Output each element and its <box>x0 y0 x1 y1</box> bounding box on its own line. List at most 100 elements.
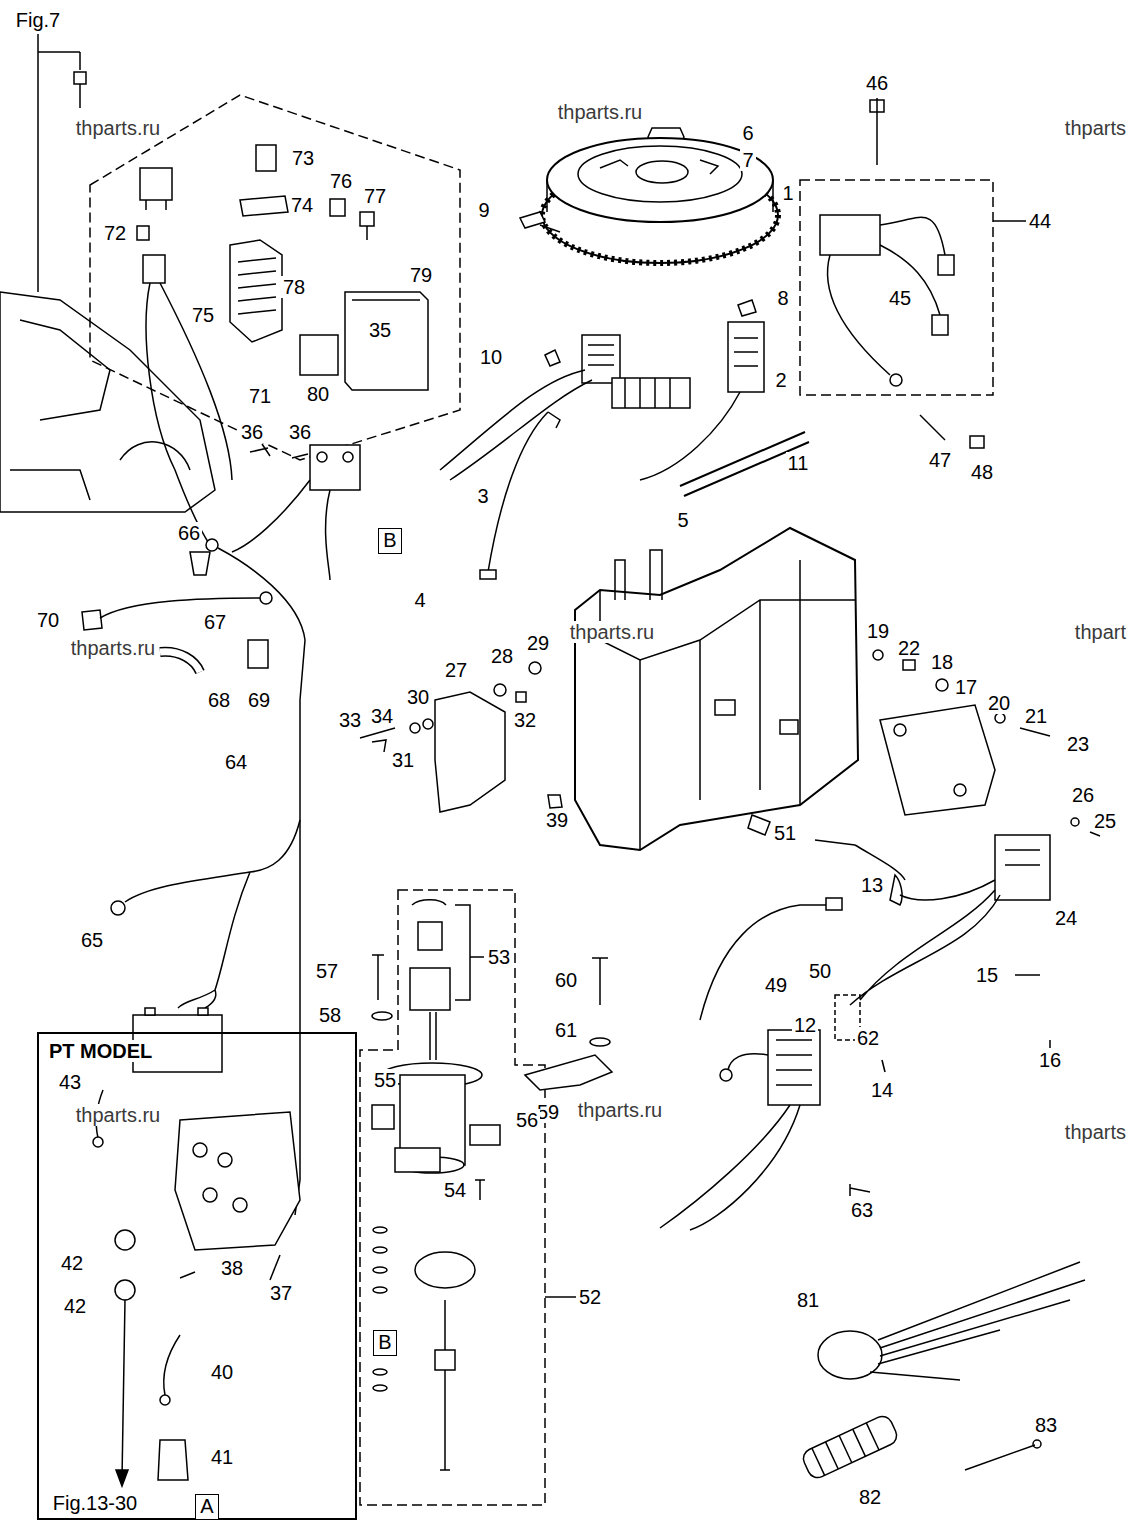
callout-number: 48 <box>969 461 995 483</box>
watermark: thparts <box>1063 117 1128 139</box>
callout-number: 36 <box>287 421 313 443</box>
callout-number: 61 <box>553 1019 579 1041</box>
callout-number: 51 <box>772 822 798 844</box>
callout-number: 72 <box>102 222 128 244</box>
ignition-coil <box>800 98 1026 448</box>
cdi-unit <box>700 650 1100 1072</box>
callout-number: 70 <box>35 609 61 631</box>
callout-number: 1 <box>780 182 795 204</box>
reference-letter: A <box>200 1495 213 1517</box>
callout-number: 3 <box>475 485 490 507</box>
callout-number: 9 <box>476 199 491 221</box>
callout-number: 38 <box>219 1257 245 1279</box>
reference-letter: B <box>378 1331 391 1353</box>
inset-heading: PT MODEL <box>47 1040 154 1062</box>
starter-relay <box>206 444 360 580</box>
callout-number: 32 <box>512 709 538 731</box>
watermark: thparts <box>1063 1121 1128 1143</box>
watermark: thpart <box>1073 621 1128 643</box>
callout-number: 4 <box>412 589 427 611</box>
callout-number: 7 <box>740 149 755 171</box>
callout-number: 69 <box>246 689 272 711</box>
callout-number: 19 <box>865 620 891 642</box>
watermark: thparts.ru <box>568 621 656 643</box>
callout-number: 78 <box>281 276 307 298</box>
callout-number: 66 <box>176 522 202 544</box>
callout-number: 15 <box>974 964 1000 986</box>
reference-bracket <box>38 34 86 292</box>
stator-coils <box>440 212 809 579</box>
callout-number: 49 <box>763 974 789 996</box>
callout-number: 65 <box>79 929 105 951</box>
group-outline <box>90 95 460 460</box>
callout-number: 75 <box>190 304 216 326</box>
watermark: thparts.ru <box>576 1099 664 1121</box>
callout-number: 14 <box>869 1079 895 1101</box>
watermark: thparts.ru <box>74 1104 162 1126</box>
callout-number: 76 <box>328 170 354 192</box>
callout-number: 20 <box>986 692 1012 714</box>
callout-number: 17 <box>953 676 979 698</box>
callout-number: 26 <box>1070 784 1096 806</box>
callout-number: 37 <box>268 1282 294 1304</box>
callout-number: 18 <box>929 651 955 673</box>
callout-number: 39 <box>544 809 570 831</box>
callout-number: 42 <box>59 1252 85 1274</box>
callout-number: 55 <box>372 1069 398 1091</box>
callout-number: 57 <box>314 960 340 982</box>
callout-number: 47 <box>927 449 953 471</box>
callout-number: 50 <box>807 960 833 982</box>
watermark: thparts.ru <box>69 637 157 659</box>
relay-and-fuse <box>137 168 232 545</box>
callout-number: 52 <box>577 1286 603 1308</box>
callout-number: 23 <box>1065 733 1091 755</box>
callout-number: 44 <box>1027 210 1053 232</box>
callout-number: 21 <box>1023 705 1049 727</box>
callout-number: 46 <box>864 72 890 94</box>
flywheel <box>542 128 778 263</box>
callout-number: 82 <box>857 1486 883 1508</box>
watermark: thparts.ru <box>556 101 644 123</box>
reference-letter-box: A <box>195 1494 219 1520</box>
figure-reference: Fig.7 <box>14 9 62 31</box>
callout-number: 33 <box>337 709 363 731</box>
callout-number: 53 <box>486 946 512 968</box>
callout-number: 6 <box>740 122 755 144</box>
reference-letter-box: B <box>373 1330 397 1356</box>
callout-number: 29 <box>525 632 551 654</box>
rectifier-heatsink <box>230 145 428 390</box>
callout-number: 62 <box>855 1027 881 1049</box>
callout-number: 5 <box>675 509 690 531</box>
callout-number: 56 <box>514 1109 540 1131</box>
callout-number: 83 <box>1033 1414 1059 1436</box>
callout-number: 27 <box>443 659 469 681</box>
callout-number: 2 <box>773 369 788 391</box>
callout-number: 54 <box>442 1179 468 1201</box>
callout-number: 12 <box>792 1014 818 1036</box>
figure-reference: Fig.13-30 <box>51 1492 140 1514</box>
callout-number: 43 <box>57 1071 83 1093</box>
callout-number: 40 <box>209 1361 235 1383</box>
callout-number: 81 <box>795 1289 821 1311</box>
callout-number: 63 <box>849 1199 875 1221</box>
callout-number: 68 <box>206 689 232 711</box>
callout-number: 60 <box>553 969 579 991</box>
callout-number: 13 <box>859 874 885 896</box>
callout-number: 67 <box>202 611 228 633</box>
callout-number: 30 <box>405 686 431 708</box>
bracket-hardware <box>360 662 562 812</box>
starter-motor <box>360 890 576 1505</box>
reference-letter-box: B <box>378 528 402 554</box>
callout-number: 58 <box>317 1004 343 1026</box>
callout-number: 35 <box>367 319 393 341</box>
callout-number: 74 <box>289 194 315 216</box>
watermark: thparts.ru <box>74 117 162 139</box>
callout-number: 8 <box>775 287 790 309</box>
callout-number: 28 <box>489 645 515 667</box>
crankcase <box>575 528 858 850</box>
regulator-harness <box>660 1030 1085 1481</box>
callout-number: 22 <box>896 637 922 659</box>
reference-letter: B <box>383 529 396 551</box>
callout-number: 34 <box>369 705 395 727</box>
